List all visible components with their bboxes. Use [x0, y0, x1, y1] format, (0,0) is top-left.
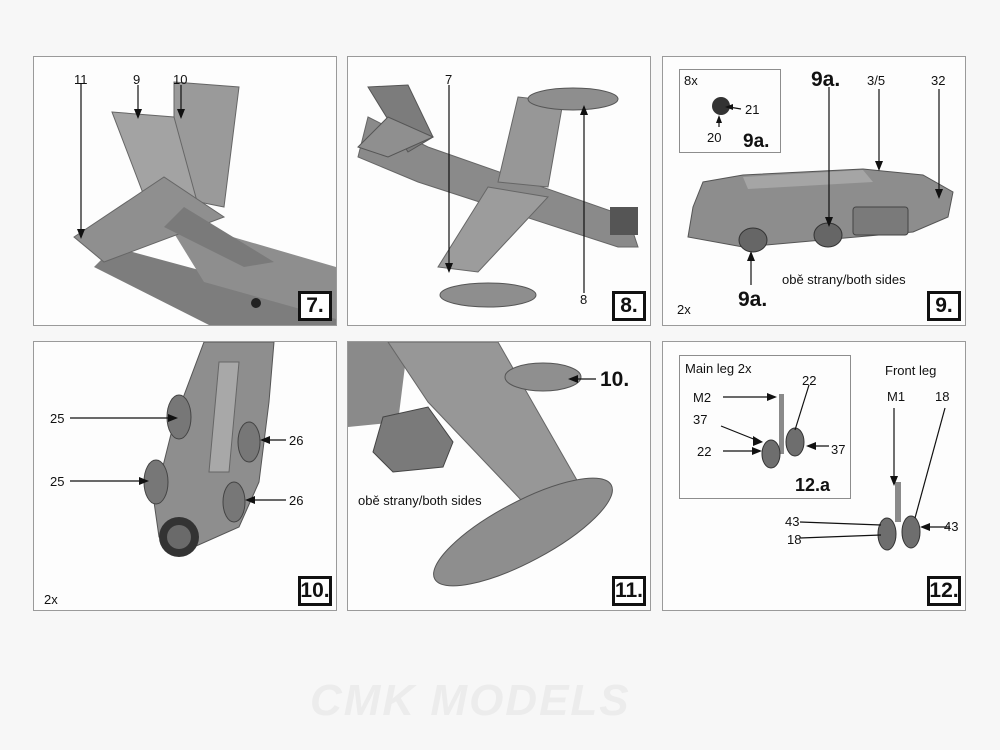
step-8-panel: 7 8 8. — [347, 56, 651, 326]
both-sides-note: obě strany/both sides — [782, 272, 906, 287]
wing-assembly-illustration — [348, 342, 613, 587]
part-label-22-top: 22 — [802, 373, 817, 388]
part-label-M1: M1 — [887, 389, 906, 404]
part-label-43-right: 43 — [944, 519, 959, 534]
step-7-panel: 11 9 10 7. — [33, 56, 337, 326]
callout-9a-top: 9a. — [811, 68, 841, 91]
part-label-22-bottom: 22 — [697, 444, 712, 459]
part-label-37-left: 37 — [693, 412, 708, 427]
part-label-32: 32 — [931, 73, 946, 88]
part-label-43-left: 43 — [785, 514, 800, 529]
detail-inset-9a — [679, 69, 781, 153]
step-10-panel: 25 26 25 26 2x 10. — [33, 341, 337, 611]
part-label-25-top: 25 — [50, 411, 65, 426]
part-label-26-bottom: 26 — [289, 493, 304, 508]
quantity-2x: 2x — [677, 302, 691, 317]
step-number: 10. — [298, 576, 332, 606]
step-9-panel: 8x 21 20 9a. 9a. 3/5 32 obě strany/both … — [662, 56, 966, 326]
callout-9a-bottom: 9a. — [738, 288, 768, 311]
front-leg-title: Front leg — [885, 363, 937, 378]
main-leg-inset — [679, 355, 851, 499]
inset-step-9a: 9a. — [743, 131, 770, 152]
part-label-3-5: 3/5 — [867, 73, 886, 88]
tail-assembly-illustration — [73, 81, 336, 325]
step-number: 9. — [927, 291, 961, 321]
engine-fairing-illustration — [70, 342, 286, 557]
part-label-18-top: 18 — [935, 389, 950, 404]
part-label-37-right: 37 — [831, 442, 846, 457]
part-label-11: 11 — [74, 72, 88, 87]
part-label-10: 10 — [173, 72, 188, 87]
step-11-panel: 10. obě strany/both sides 11. — [347, 341, 651, 611]
part-label-9: 9 — [133, 72, 141, 87]
quantity-2x: 2x — [44, 592, 58, 607]
part-label-8: 8 — [580, 292, 588, 307]
main-leg-title: Main leg 2x — [685, 361, 752, 376]
step-number: 11. — [612, 576, 646, 606]
quantity-8x: 8x — [684, 73, 698, 88]
part-label-26-top: 26 — [289, 433, 304, 448]
callout-step-10: 10. — [600, 368, 630, 391]
step-number: 8. — [612, 291, 646, 321]
step-12-panel: Main leg 2x M2 22 37 22 37 12.a Front le… — [662, 341, 966, 611]
part-label-20: 20 — [707, 130, 722, 145]
both-sides-note: obě strany/both sides — [358, 493, 482, 508]
landing-gear-illustration — [720, 384, 950, 551]
nacelle-illustration — [687, 87, 954, 285]
step-number: 7. — [298, 291, 332, 321]
part-label-21: 21 — [745, 102, 760, 117]
step-number: 12. — [927, 576, 961, 606]
part-label-18-bottom: 18 — [787, 532, 802, 547]
part-label-7: 7 — [445, 72, 453, 87]
watermark: CMK MODELS — [310, 676, 631, 725]
inset-step-12a: 12.a — [795, 475, 831, 495]
part-label-25-bottom: 25 — [50, 474, 65, 489]
wing-tank-illustration — [357, 84, 639, 308]
part-label-M2: M2 — [693, 390, 712, 405]
